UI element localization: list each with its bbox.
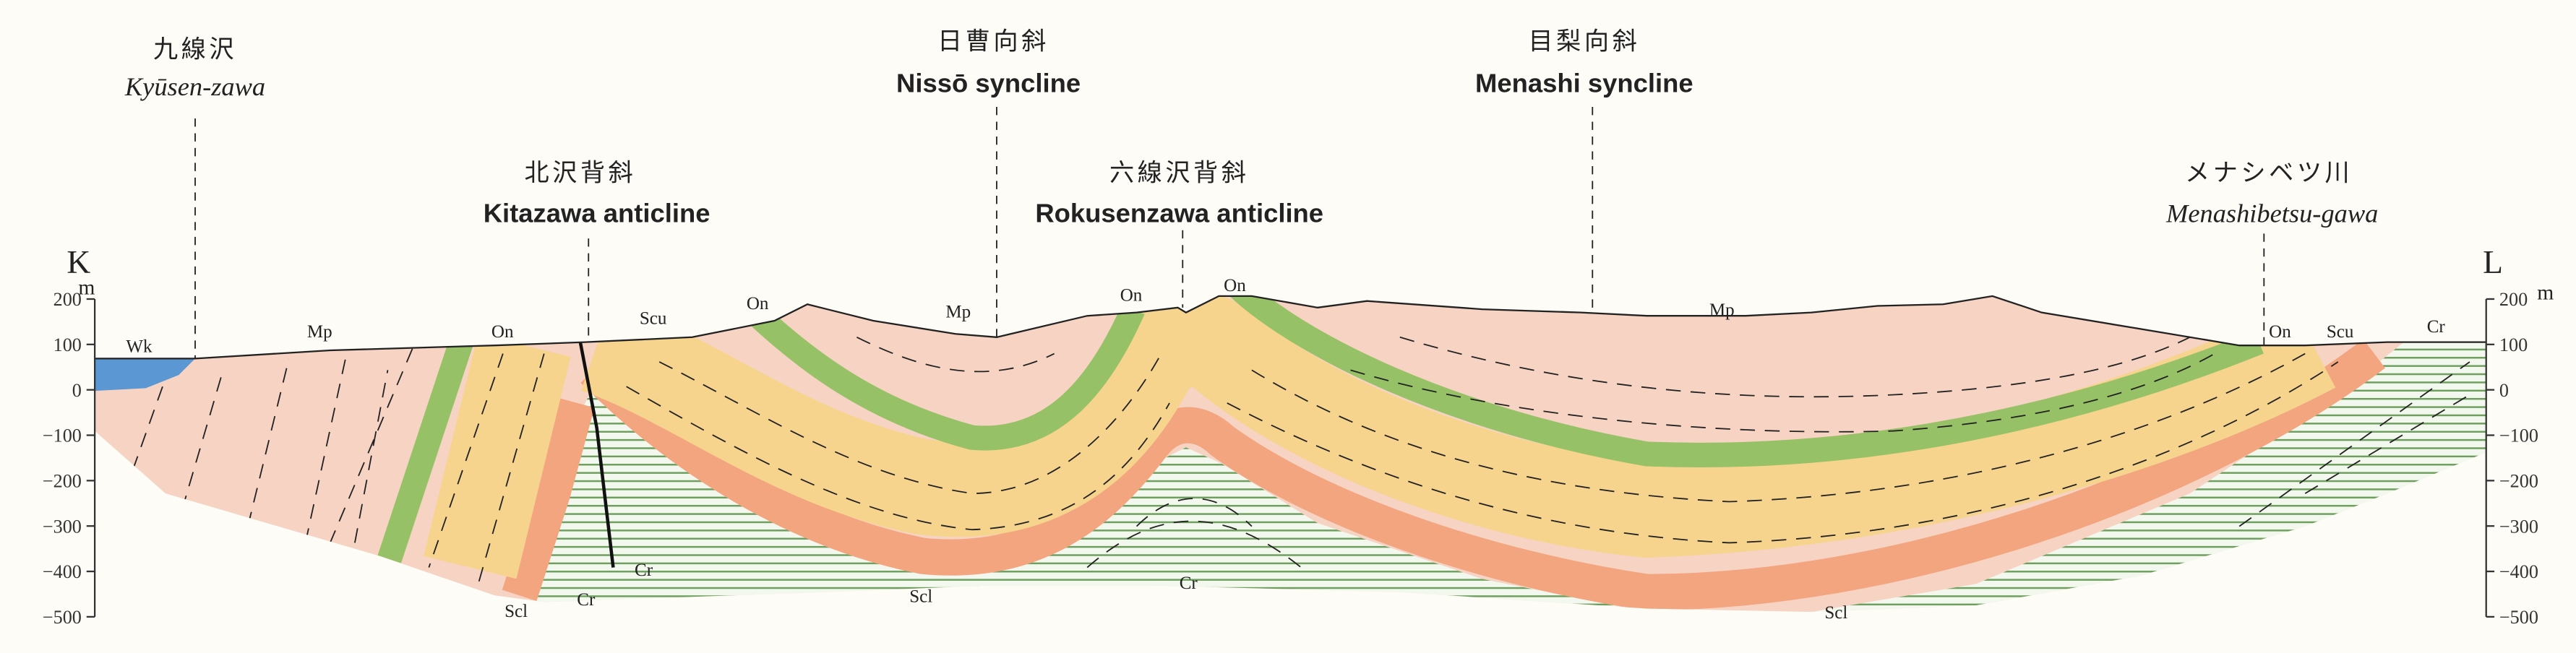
axis-tick-label: −200 <box>43 470 82 491</box>
locality-jp: 日曹向斜 <box>937 27 1049 56</box>
unit-label: Cr <box>577 590 596 610</box>
axis-tick-label: 0 <box>2499 380 2509 401</box>
unit-label: Scu <box>2327 322 2354 342</box>
axis-tick-label: −400 <box>43 561 82 582</box>
kitazawa-fault <box>578 342 615 568</box>
axis-tick-label: −400 <box>2499 561 2538 582</box>
axis-tick-label: 100 <box>2499 334 2528 355</box>
locality-jp: 北沢背斜 <box>524 158 636 187</box>
axis-unit-right: m <box>2537 281 2554 304</box>
axis-tick-label: −100 <box>43 425 82 446</box>
axis-tick-label: 0 <box>72 380 82 401</box>
section-end-right: L <box>2483 243 2503 280</box>
locality-en: Menashibetsu-gawa <box>2165 199 2378 228</box>
unit-label: On <box>2269 322 2291 342</box>
locality-jp: 六線沢背斜 <box>1109 158 1249 187</box>
locality-en: Nissō syncline <box>896 69 1081 98</box>
depth-axis-left: 200 100 0 −100 −200 −300 −400 −500 <box>43 289 96 628</box>
unit-cr-fill <box>527 342 2486 613</box>
locality-en: Menashi syncline <box>1475 69 1693 98</box>
unit-scu-band <box>424 295 2336 579</box>
unit-label: Cr <box>635 561 653 580</box>
axis-tick-label: −300 <box>43 516 82 537</box>
axis-tick-label: −500 <box>43 607 82 628</box>
section-end-left: K <box>66 243 90 280</box>
unit-label: Wk <box>126 337 153 356</box>
locality-en: Kyūsen-zawa <box>124 72 265 101</box>
unit-label: On <box>491 322 514 342</box>
unit-label: Mp <box>945 302 971 321</box>
unit-label: Scl <box>1824 603 1847 623</box>
axis-tick-label: 100 <box>53 334 82 355</box>
unit-label: On <box>1224 276 1246 295</box>
locality-en: Kitazawa anticline <box>484 198 710 228</box>
locality-jp: メナシベツ川 <box>2185 158 2353 187</box>
axis-tick-label: 200 <box>2499 289 2528 310</box>
unit-on-band <box>377 295 2264 563</box>
locality-jp: 九線沢 <box>153 35 237 64</box>
unit-labels: Wk Mp On Scu On Mp On On Mp On Scu Cr Sc… <box>126 276 2445 623</box>
axis-tick-label: 200 <box>53 289 82 310</box>
axis-tick-label: −100 <box>2499 425 2538 446</box>
unit-label: Cr <box>1180 574 1198 593</box>
axis-unit-left: m <box>78 277 95 300</box>
depth-axis-right: 200 100 0 −100 −200 −300 −400 −500 <box>2485 289 2538 628</box>
locality-en: Rokusenzawa anticline <box>1035 198 1323 228</box>
unit-label: On <box>1120 286 1143 306</box>
unit-label: Cr <box>2427 317 2446 337</box>
axis-tick-label: −200 <box>2499 470 2538 491</box>
unit-wk-fill <box>95 352 196 392</box>
unit-label: Mp <box>307 322 332 342</box>
locality-jp: 目梨向斜 <box>1528 27 1640 56</box>
unit-label: On <box>747 294 769 313</box>
axis-tick-label: −300 <box>2499 516 2538 537</box>
bedding-traces <box>124 336 2470 584</box>
unit-label: Mp <box>1709 300 1735 320</box>
unit-label: Scl <box>909 587 932 606</box>
unit-scl-band <box>502 339 2386 610</box>
unit-label: Scl <box>505 602 528 621</box>
ground-surface-line <box>95 295 2486 360</box>
unit-label: Scu <box>640 309 667 329</box>
axis-tick-label: −500 <box>2499 607 2538 628</box>
